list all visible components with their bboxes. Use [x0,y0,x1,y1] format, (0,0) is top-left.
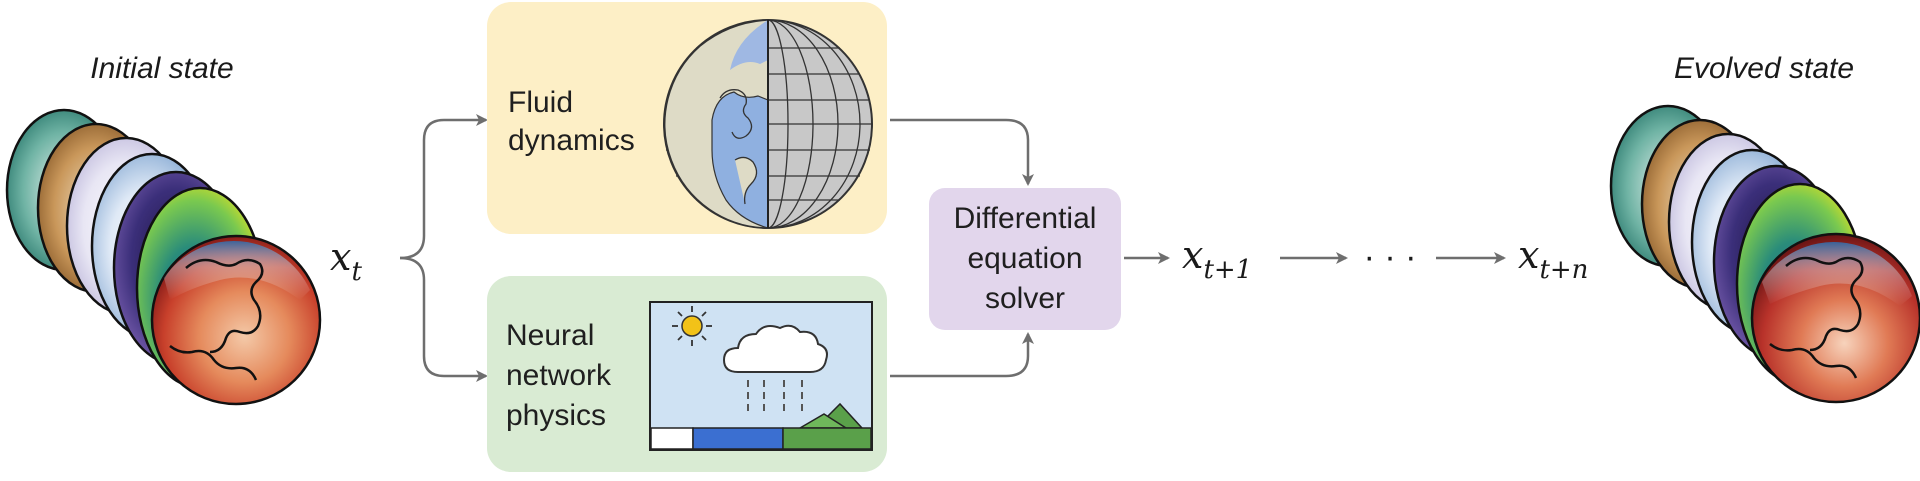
neural-physics-label-1: Neural [506,319,594,352]
front-globe-cool-cap [164,240,310,300]
neural-physics-label-2: network [506,359,612,392]
initial-state-title: Initial state [90,52,233,85]
neural-physics-box: Neural network physics [487,276,887,472]
solver-label-3: solver [985,282,1065,315]
front-globe-coastline [169,258,264,381]
solver-label-1: Differential [954,202,1097,235]
input-state-symbol: xt [330,235,362,287]
next-state-symbol: xt+1 [1182,233,1252,285]
evolved-state-title: Evolved state [1674,52,1854,85]
solver-label-2: equation [967,242,1082,275]
solver-box: Differential equation solver [929,188,1121,330]
arrow-to-fluid-dynamics [399,114,488,260]
arrow-neural-to-solver [890,332,1034,378]
fluid-dynamics-label-2: dynamics [508,124,635,157]
sun-icon [672,306,712,346]
fluid-dynamics-label-1: Fluid [508,86,573,119]
front-globe-coastline [1769,256,1864,379]
weather-scene-icon [649,301,873,451]
cloud-icon [722,324,828,373]
fluid-dynamics-box: Fluid dynamics [487,2,887,234]
initial-state-globe-stack [5,108,322,406]
neural-physics-label-3: physics [506,399,606,432]
arrow-fluid-to-solver [890,118,1034,186]
evolved-state-globe-stack [1609,104,1920,404]
ellipsis: · · · [1364,238,1417,276]
final-state-symbol: xt+n [1518,233,1588,285]
solver-panel [929,188,1121,330]
grid-globe-icon [663,19,873,229]
rain-icon [747,380,803,414]
arrow-to-neural-physics [399,256,488,382]
